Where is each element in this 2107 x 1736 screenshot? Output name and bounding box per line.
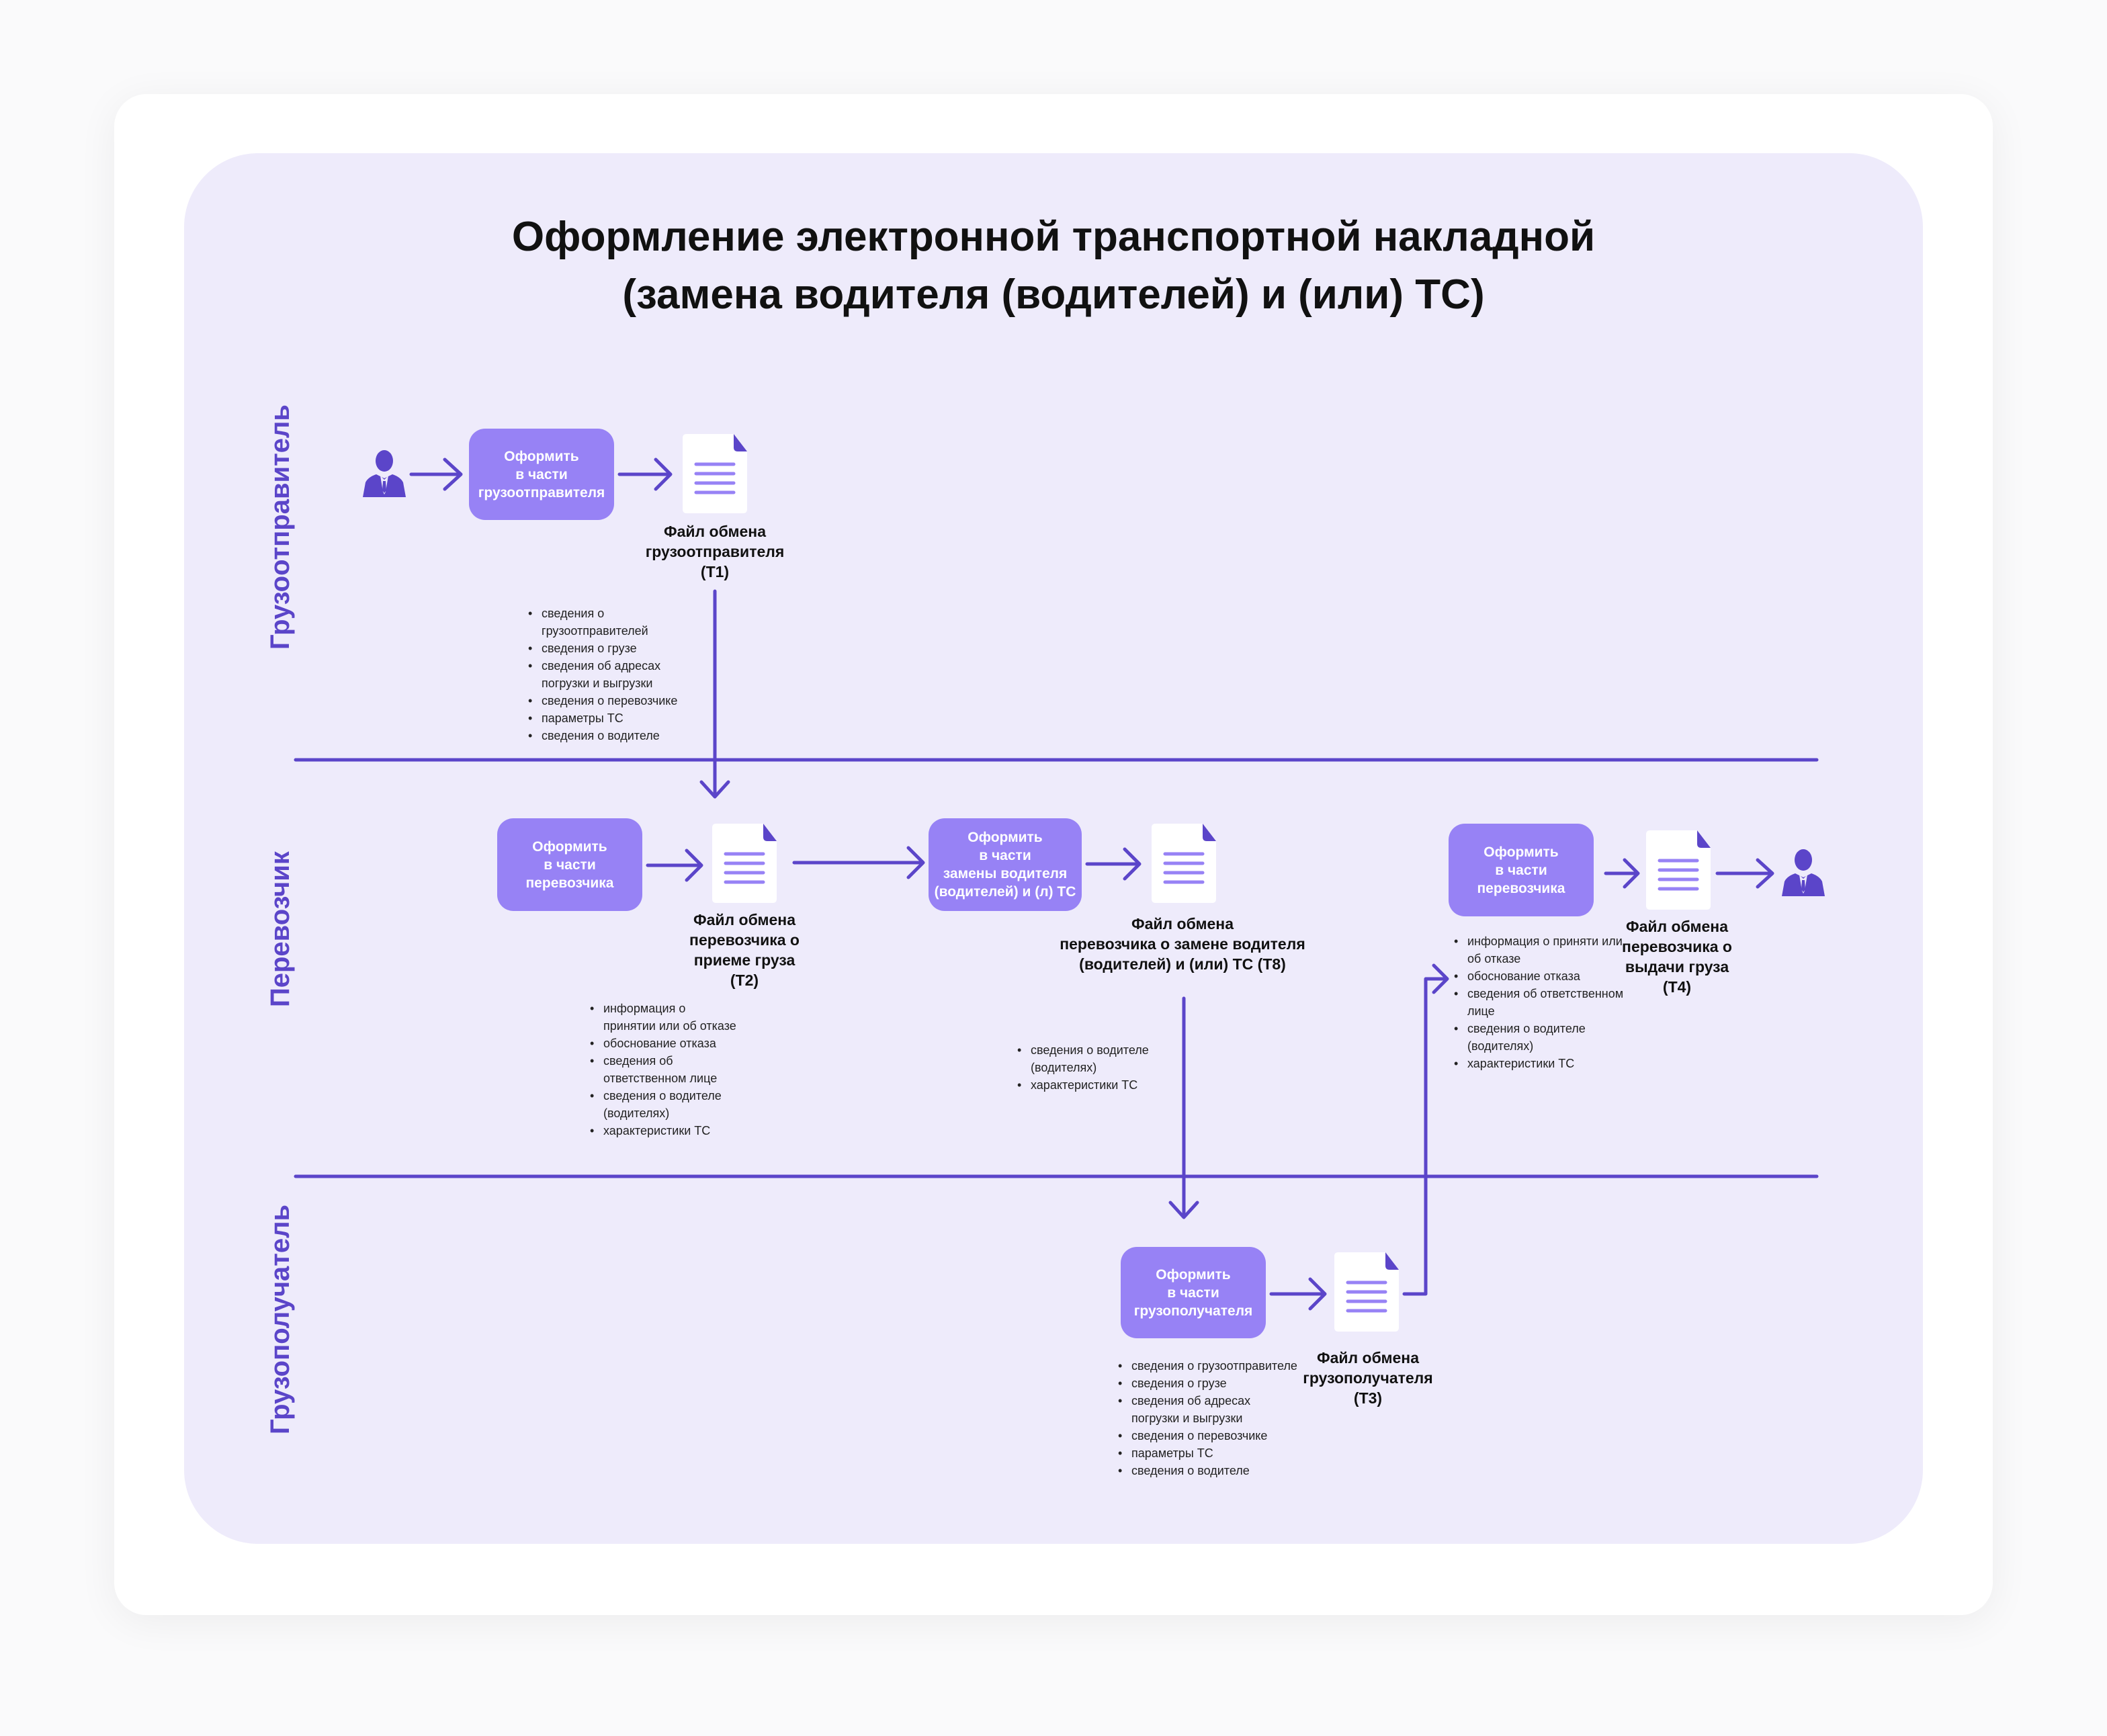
box-line: грузополучателя	[1133, 1303, 1253, 1319]
doc-label-line: перевозчика о	[1622, 938, 1732, 955]
box-line: (водителей) и (л) ТС	[934, 884, 1076, 900]
process-box-carrier-accept[interactable]: Оформить в части перевозчика	[497, 818, 642, 911]
t2-contents-list: информация о принятии или об отказе обос…	[590, 1000, 738, 1139]
list-item: сведения о водителе (водителях)	[1454, 1020, 1629, 1055]
list-item: информация о принятии или об отказе	[590, 1000, 738, 1035]
document-icon-t8[interactable]	[1152, 824, 1216, 903]
doc-label-line: перевозчика о замене водителя	[1060, 935, 1305, 953]
t1-contents-list: сведения о грузоотправителей сведения о …	[528, 605, 710, 744]
arrow-t1-to-t2	[699, 589, 730, 799]
arrow-issue-box-to-t4	[1604, 858, 1640, 889]
doc-label-line: Файл обмена	[1131, 915, 1234, 932]
box-line: перевозчика	[525, 875, 614, 891]
list-item: обоснование отказа	[1454, 967, 1629, 985]
process-box-carrier-issue[interactable]: Оформить в части перевозчика	[1449, 824, 1594, 916]
arrow-t3-to-issue-box	[1402, 963, 1449, 1296]
process-box-shipper[interactable]: Оформить в части грузоотправителя	[469, 429, 614, 520]
list-item: сведения о водителе (водителях)	[590, 1087, 738, 1122]
title-line-2: (замена водителя (водителей) и (или) ТС)	[622, 271, 1485, 318]
doc-label-line: (Т2)	[730, 971, 759, 989]
process-box-consignee[interactable]: Оформить в части грузополучателя	[1121, 1247, 1266, 1338]
arrow-t2-to-replace-box	[792, 846, 925, 879]
title-line-1: Оформление электронной транспортной накл…	[511, 214, 1596, 260]
diagram-title: Оформление электронной транспортной накл…	[184, 208, 1923, 324]
list-item: сведения о водителе	[528, 727, 710, 744]
list-item: сведения о грузе	[528, 640, 710, 657]
doc-label-line: грузоотправителя	[645, 543, 785, 560]
list-item: сведения о перевозчике	[1118, 1427, 1299, 1444]
box-line: Оформить	[532, 838, 607, 855]
document-icon-t4[interactable]	[1646, 830, 1711, 910]
doc-label-line: перевозчика о	[689, 931, 800, 949]
doc-label-t8: Файл обмена перевозчика о замене водител…	[1048, 914, 1317, 974]
arrow-t8-to-consignee	[1168, 996, 1199, 1219]
list-item: сведения о водителе	[1118, 1462, 1299, 1479]
box-line: грузоотправителя	[478, 484, 605, 501]
box-line: в части	[979, 848, 1031, 863]
list-item: сведения о водителе (водителях)	[1017, 1041, 1178, 1076]
document-icon-t1[interactable]	[683, 434, 747, 513]
list-item: информация о приняти или об отказе	[1454, 932, 1629, 967]
box-line: в части	[544, 857, 596, 873]
list-item: сведения о грузоотправителе	[1118, 1357, 1299, 1375]
t4-contents-list: информация о приняти или об отказе обосн…	[1454, 932, 1629, 1072]
box-line: в части	[1495, 862, 1547, 878]
list-item: обоснование отказа	[590, 1035, 738, 1052]
doc-label-line: приеме груза	[693, 951, 796, 969]
doc-label-line: выдачи груза	[1625, 958, 1729, 975]
doc-label-t1: Файл обмена грузоотправителя (Т1)	[614, 521, 816, 582]
list-item: характеристики ТС	[1017, 1076, 1178, 1094]
box-line: в части	[515, 466, 568, 482]
list-item: сведения об ответственном лице	[590, 1052, 738, 1087]
arrow-shipper-box-to-t1	[617, 458, 673, 491]
doc-label-t4: Файл обмена перевозчика о выдачи груза (…	[1576, 916, 1778, 997]
doc-label-line: (Т4)	[1662, 978, 1692, 996]
arrow-carrier-box-to-t2	[646, 849, 703, 882]
doc-label-t2: Файл обмена перевозчика о приеме груза (…	[644, 910, 845, 990]
doc-label-line: (Т3)	[1353, 1389, 1383, 1407]
doc-label-line: (водителей) и (или) ТС (Т8)	[1079, 955, 1286, 973]
list-item: характеристики ТС	[1454, 1055, 1629, 1072]
doc-label-line: грузополучателя	[1303, 1369, 1433, 1387]
arrow-t4-to-actor	[1715, 858, 1774, 889]
box-line: замены водителя	[943, 866, 1068, 881]
box-line: Оформить	[1484, 844, 1559, 860]
doc-label-line: Файл обмена	[693, 911, 796, 928]
doc-label-line: (Т1)	[700, 563, 730, 580]
arrow-replace-box-to-t8	[1085, 847, 1142, 881]
list-item: параметры ТС	[1118, 1444, 1299, 1462]
list-item: сведения о грузоотправителей	[528, 605, 710, 640]
document-icon-t3[interactable]	[1334, 1252, 1399, 1332]
list-item: сведения о перевозчике	[528, 692, 710, 709]
box-line: в части	[1167, 1285, 1219, 1301]
doc-label-line: Файл обмена	[663, 523, 766, 540]
arrow-actor-to-shipper-box	[409, 458, 463, 491]
arrow-consignee-box-to-t3	[1269, 1277, 1327, 1311]
doc-label-line: Файл обмена	[1625, 918, 1728, 935]
t3-contents-list: сведения о грузоотправителе сведения о г…	[1118, 1357, 1299, 1479]
list-item: характеристики ТС	[590, 1122, 738, 1139]
list-item: сведения о грузе	[1118, 1375, 1299, 1392]
box-line: Оформить	[968, 830, 1043, 845]
box-line: перевозчика	[1477, 880, 1565, 896]
list-item: сведения об адресах погрузки и выгрузки	[1118, 1392, 1299, 1427]
person-icon	[1782, 849, 1825, 896]
doc-label-t3: Файл обмена грузополучателя (Т3)	[1267, 1348, 1469, 1408]
list-item: сведения об ответственном лице	[1454, 985, 1629, 1020]
doc-label-line: Файл обмена	[1316, 1349, 1419, 1366]
list-item: параметры ТС	[528, 709, 710, 727]
t8-contents-list: сведения о водителе (водителях) характер…	[1017, 1041, 1178, 1094]
box-line: Оформить	[1156, 1266, 1231, 1283]
person-icon	[363, 450, 406, 497]
process-box-carrier-replace[interactable]: Оформить в части замены водителя (водите…	[929, 818, 1082, 911]
list-item: сведения об адресах погрузки и выгрузки	[528, 657, 710, 692]
document-icon-t2[interactable]	[712, 824, 777, 903]
box-line: Оформить	[504, 448, 579, 464]
